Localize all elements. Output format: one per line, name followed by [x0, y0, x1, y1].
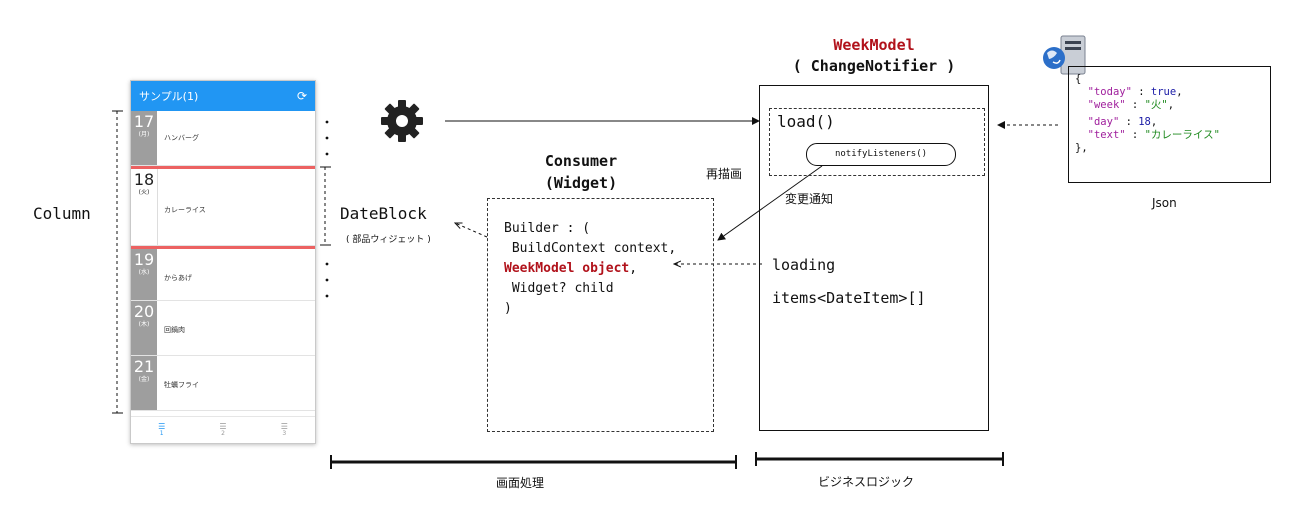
date-text: ハンバーグ [164, 134, 199, 142]
screen-processing-bracket [330, 455, 737, 469]
nav-item-1[interactable]: ☰ 1 [158, 422, 166, 438]
dateblock-bracket [320, 166, 331, 246]
column-label: Column [33, 204, 91, 223]
consumer-box: Builder : ( BuildContext context,WeekMod… [487, 198, 714, 432]
redraw-label: 再描画 [706, 167, 743, 181]
consumer-title: Consumer (Widget) [544, 152, 618, 192]
weekmodel-object: WeekModel object [504, 261, 630, 276]
refresh-icon[interactable]: ⟳ [296, 89, 307, 103]
load-method: load() [777, 112, 835, 131]
weekmodel-title: WeekModel [833, 36, 915, 54]
load-block: load() notifyListeners() [769, 108, 985, 176]
date-weekday: (金) [138, 376, 150, 383]
date-row[interactable]: 19 (水) からあげ [131, 246, 315, 301]
date-text: からあげ [164, 274, 192, 282]
json-content: { "today" : true, "week" : "火", "day" : … [1075, 73, 1220, 154]
notify-listeners: notifyListeners() [806, 143, 956, 166]
date-number: 21 [133, 357, 155, 376]
date-row[interactable]: 17 (月) ハンバーグ [131, 111, 315, 166]
ellipsis-dots [325, 120, 329, 298]
date-row[interactable]: 21 (金) 牡蠣フライ [131, 356, 315, 411]
dateblock-sublabel: ( 部品ウィジェット ) [346, 235, 431, 245]
weekmodel-subtitle: ( ChangeNotifier ) [792, 57, 956, 75]
server-globe-icon [1043, 35, 1086, 75]
column-bracket [112, 110, 123, 414]
date-row-today[interactable]: 18 (火) カレーライス [131, 166, 315, 246]
weekmodel-box: load() notifyListeners() loading items<D… [759, 85, 989, 431]
nav-item-2[interactable]: ☰ 2 [219, 422, 227, 438]
date-weekday: (水) [138, 269, 150, 276]
date-weekday: (火) [138, 189, 150, 196]
date-number: 18 [133, 170, 155, 189]
change-notice-label: 変更通知 [785, 192, 834, 206]
json-box: { "today" : true, "week" : "火", "day" : … [1068, 66, 1271, 183]
list-icon: ☰ [280, 422, 288, 431]
date-text: 回鍋肉 [164, 326, 185, 334]
business-logic-label: ビジネスロジック [818, 475, 915, 489]
business-logic-bracket [755, 452, 1004, 466]
phone-screenshot: サンプル(1) ⟳ 17 (月) ハンバーグ 18 (火) カレーライス 19 … [130, 80, 316, 444]
nav-item-3[interactable]: ☰ 3 [280, 422, 288, 438]
app-title: サンプル(1) [139, 90, 199, 103]
date-number: 20 [133, 302, 155, 321]
gear-icon [381, 100, 423, 142]
date-weekday: (木) [138, 321, 150, 328]
list-icon: ☰ [158, 422, 166, 431]
date-weekday: (月) [138, 131, 150, 138]
date-row[interactable]: 20 (木) 回鍋肉 [131, 301, 315, 356]
list-icon: ☰ [219, 422, 227, 431]
redraw-arrow [717, 165, 823, 241]
date-number: 17 [133, 112, 155, 131]
builder-code: Builder : ( BuildContext context,WeekMod… [504, 221, 677, 316]
date-number: 19 [133, 250, 155, 269]
bottom-navigation: ☰ 1 ☰ 2 ☰ 3 [131, 416, 315, 443]
items-field: items<DateItem>[] [772, 289, 926, 307]
app-bar: サンプル(1) ⟳ [131, 81, 315, 111]
date-text: カレーライス [164, 206, 206, 214]
json-label: Json [1152, 196, 1177, 210]
date-text: 牡蠣フライ [164, 381, 199, 389]
consumer-to-dateblock-arrow [455, 223, 488, 238]
loading-field: loading [772, 256, 836, 274]
screen-processing-label: 画面処理 [496, 476, 545, 490]
dateblock-label: DateBlock [340, 204, 427, 223]
